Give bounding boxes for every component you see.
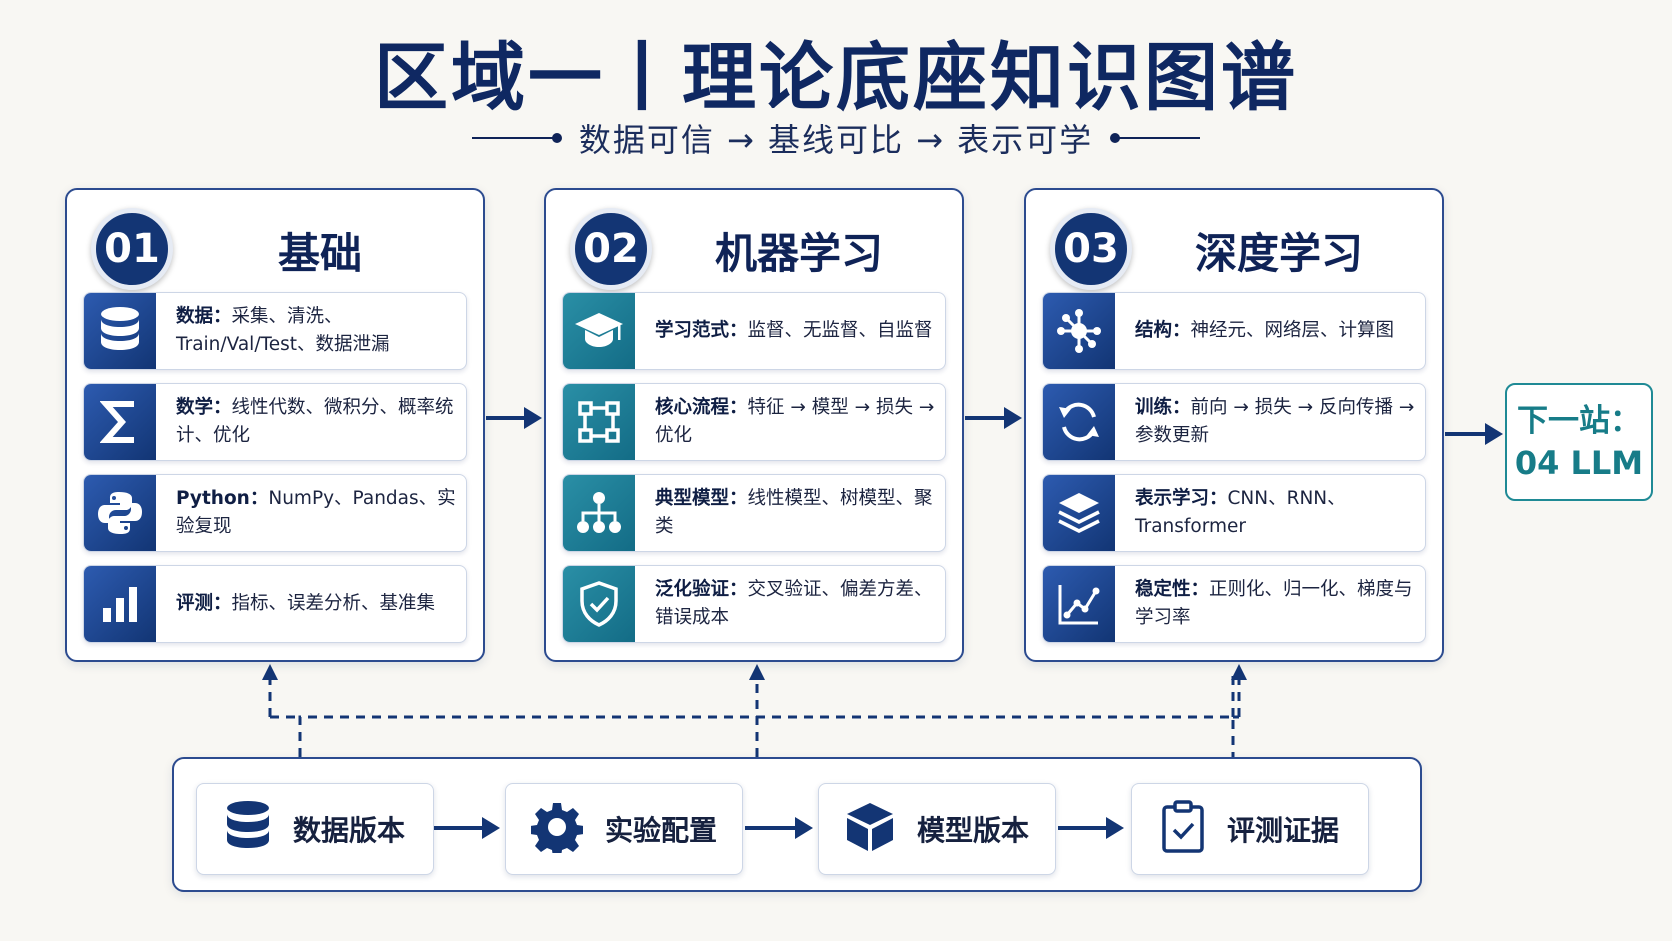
card-desc: 线性代数、微积分、概率统计、优化 xyxy=(176,397,454,446)
card-learning-paradigm[interactable]: 学习范式：监督、无监督、自监督 xyxy=(562,292,946,370)
database-icon xyxy=(225,800,271,858)
dashed-bus xyxy=(298,715,1235,757)
card-label: 表示学习： xyxy=(1135,488,1228,509)
card-label: 学习范式： xyxy=(655,320,748,341)
next-station-label: 下一站： xyxy=(1517,403,1641,439)
card-core-process[interactable]: 核心流程：特征 → 模型 → 损失 → 优化 xyxy=(562,383,946,461)
panel-number-badge: 02 xyxy=(570,208,652,290)
card-representation-learning[interactable]: 表示学习：CNN、RNN、Transformer xyxy=(1042,474,1426,552)
card-desc: 线性模型、树模型、聚类 xyxy=(655,488,933,537)
card-label: 数学： xyxy=(176,397,232,418)
card-desc: 指标、误差分析、基准集 xyxy=(231,593,436,614)
card-desc: 特征 → 模型 → 损失 → 优化 xyxy=(655,397,935,446)
workflow-icon xyxy=(563,384,635,460)
card-desc: 采集、清洗、Train/Val/Test、数据泄漏 xyxy=(176,306,390,355)
card-stability[interactable]: 稳定性：正则化、归一化、梯度与学习率 xyxy=(1042,565,1426,643)
card-label: 核心流程： xyxy=(655,397,748,418)
step-evaluation-evidence[interactable]: 评测证据 xyxy=(1131,783,1369,875)
arrow-step3-to-step4 xyxy=(1058,817,1124,839)
step-label: 实验配置 xyxy=(604,814,717,847)
card-math[interactable]: 数学：线性代数、微积分、概率统计、优化 xyxy=(83,383,467,461)
card-desc: 神经元、网络层、计算图 xyxy=(1190,320,1395,341)
dashed-arrowhead-2 xyxy=(749,664,765,680)
card-desc: 前向 → 损失 → 反向传播 → 参数更新 xyxy=(1135,397,1415,446)
python-icon xyxy=(84,475,156,551)
panel-basics: 01 基础 数据：采集、清洗、Train/Val/Test、数据泄漏 数学：线性… xyxy=(65,188,485,662)
page-title: 区域一丨理论底座知识图谱 xyxy=(374,35,1298,121)
step-data-version[interactable]: 数据版本 xyxy=(196,783,434,875)
card-desc: 交叉验证、偏差方差、错误成本 xyxy=(655,579,933,628)
arrow-step1-to-step2 xyxy=(434,817,500,839)
layers-icon xyxy=(1043,475,1115,551)
card-label: 训练： xyxy=(1135,397,1191,418)
hierarchy-icon xyxy=(563,475,635,551)
card-python[interactable]: Python：NumPy、Pandas、实验复现 xyxy=(83,474,467,552)
panel-title: 深度学习 xyxy=(1194,229,1363,278)
panel-title: 基础 xyxy=(277,229,362,278)
subtitle: 数据可信 → 基线可比 → 表示可学 xyxy=(578,121,1094,159)
panel-deep-learning: 03 深度学习 结构：神经元、网络层、计算图 训练：前向 → 损失 → 反向传播… xyxy=(1024,188,1444,662)
database-icon xyxy=(84,293,156,369)
arrow-panel3-to-next xyxy=(1445,423,1503,445)
next-station-box[interactable]: 下一站： 04 LLM xyxy=(1505,383,1653,501)
step-label: 模型版本 xyxy=(916,814,1029,847)
card-data[interactable]: 数据：采集、清洗、Train/Val/Test、数据泄漏 xyxy=(83,292,467,370)
arrow-panel2-to-panel3 xyxy=(965,407,1022,429)
step-model-version[interactable]: 模型版本 xyxy=(818,783,1056,875)
step-label: 评测证据 xyxy=(1226,814,1339,847)
refresh-icon xyxy=(1043,384,1115,460)
card-structure[interactable]: 结构：神经元、网络层、计算图 xyxy=(1042,292,1426,370)
card-label: 数据： xyxy=(176,306,232,327)
arrow-step2-to-step3 xyxy=(745,817,813,839)
card-label: 稳定性： xyxy=(1135,579,1210,600)
panel-title: 机器学习 xyxy=(714,229,883,278)
step-label: 数据版本 xyxy=(292,814,405,847)
card-desc: 监督、无监督、自监督 xyxy=(747,320,933,341)
gear-icon xyxy=(529,801,584,857)
dashed-arrowhead-3 xyxy=(1231,664,1247,680)
card-label: 结构： xyxy=(1135,320,1191,341)
line-graph-icon xyxy=(1043,566,1115,642)
card-label: 泛化验证： xyxy=(655,579,748,600)
card-desc: NumPy、Pandas、实验复现 xyxy=(176,488,456,537)
card-evaluation[interactable]: 评测：指标、误差分析、基准集 xyxy=(83,565,467,643)
card-desc: CNN、RNN、Transformer xyxy=(1135,488,1346,537)
panel-machine-learning: 02 机器学习 学习范式：监督、无监督、自监督 核心流程：特征 → 模型 → 损… xyxy=(544,188,964,662)
card-generalization[interactable]: 泛化验证：交叉验证、偏差方差、错误成本 xyxy=(562,565,946,643)
card-label: 评测： xyxy=(176,593,232,614)
subtitle-row: 数据可信 → 基线可比 → 表示可学 xyxy=(0,116,1672,160)
card-training[interactable]: 训练：前向 → 损失 → 反向传播 → 参数更新 xyxy=(1042,383,1426,461)
clipboard-check-icon xyxy=(1161,800,1205,858)
subtitle-right-rule xyxy=(1110,133,1201,143)
card-label: 典型模型： xyxy=(655,488,748,509)
panel-number-badge: 01 xyxy=(91,208,173,290)
dashed-arrowhead-1 xyxy=(262,664,278,680)
cube-icon xyxy=(845,801,895,857)
panel-number-badge: 03 xyxy=(1050,208,1132,290)
sigma-icon xyxy=(84,384,156,460)
card-desc: 正则化、归一化、梯度与学习率 xyxy=(1135,579,1413,628)
network-icon xyxy=(1043,293,1115,369)
bar-chart-icon xyxy=(84,566,156,642)
subtitle-left-rule xyxy=(471,133,562,143)
graduation-cap-icon xyxy=(563,293,635,369)
arrow-panel1-to-panel2 xyxy=(486,407,542,429)
card-typical-models[interactable]: 典型模型：线性模型、树模型、聚类 xyxy=(562,474,946,552)
shield-check-icon xyxy=(563,566,635,642)
step-experiment-config[interactable]: 实验配置 xyxy=(505,783,743,875)
next-station-target: 04 LLM xyxy=(1514,444,1644,482)
card-label: Python： xyxy=(176,488,269,509)
